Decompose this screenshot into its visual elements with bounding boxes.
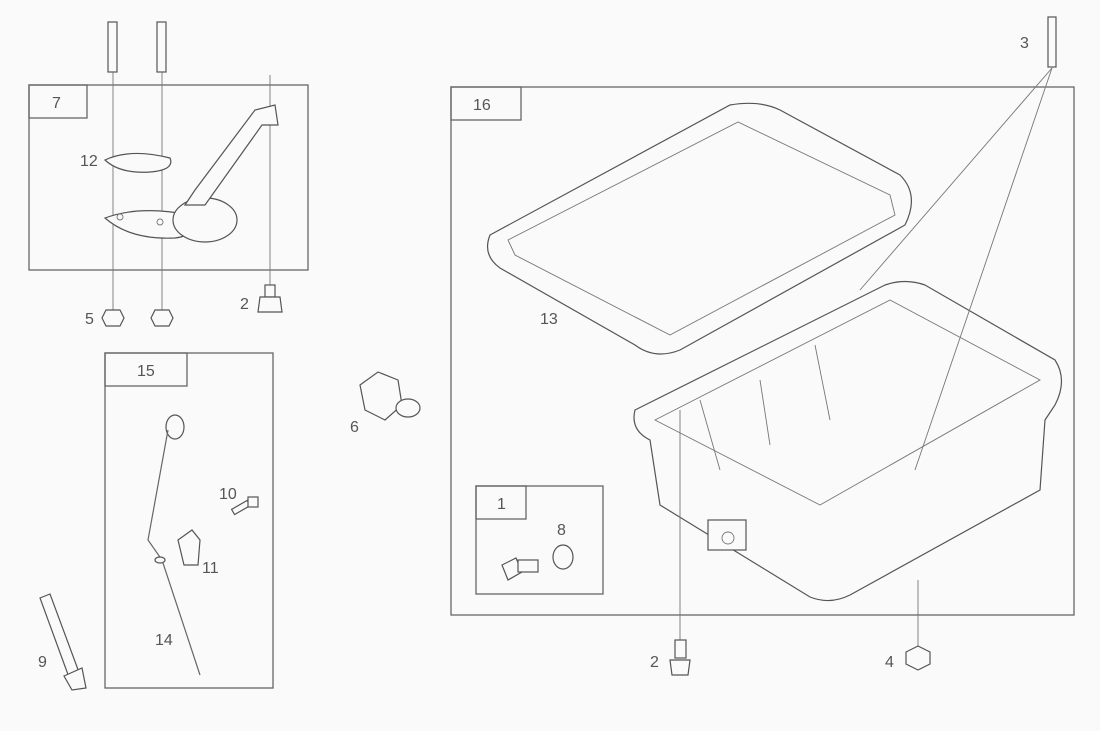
group-box-16: 16 [450, 86, 1075, 616]
callout-2-lower[interactable]: 2 [650, 654, 659, 671]
bolt-2-upper [257, 284, 283, 313]
bolt-10 [230, 496, 259, 516]
callout-2-upper[interactable]: 2 [240, 296, 249, 313]
callout-1[interactable]: 1 [497, 496, 506, 513]
gasket-13 [487, 102, 912, 355]
nuts-5 [101, 309, 174, 327]
tube-9 [39, 593, 87, 691]
callout-6[interactable]: 6 [350, 419, 359, 436]
callout-10[interactable]: 10 [219, 486, 237, 503]
oil-pressure-switch-6 [359, 371, 421, 421]
callout-9[interactable]: 9 [38, 654, 47, 671]
bracket-11 [177, 529, 201, 566]
group-box-1: 1 [475, 485, 604, 595]
callout-5[interactable]: 5 [85, 311, 94, 328]
callout-4[interactable]: 4 [885, 654, 894, 671]
callout-15[interactable]: 15 [137, 363, 155, 380]
callout-13[interactable]: 13 [540, 311, 558, 328]
callout-14[interactable]: 14 [155, 632, 173, 649]
callout-12[interactable]: 12 [80, 153, 98, 170]
callout-11[interactable]: 11 [202, 560, 219, 577]
callout-16[interactable]: 16 [473, 97, 491, 114]
dipstick-14 [147, 414, 201, 676]
group-box-15: 15 [104, 352, 274, 689]
oil-pan [633, 280, 1063, 602]
drain-bolt-4 [905, 580, 931, 671]
drain-plug-and-washer [501, 544, 574, 581]
callout-8[interactable]: 8 [557, 522, 566, 539]
callout-7[interactable]: 7 [52, 95, 61, 112]
stud-3 [859, 16, 1057, 471]
oil-strainer-12 [103, 104, 279, 243]
bolt-2-lower [669, 410, 691, 676]
callout-3[interactable]: 3 [1020, 35, 1029, 52]
group-box-7: 7 [28, 84, 309, 271]
